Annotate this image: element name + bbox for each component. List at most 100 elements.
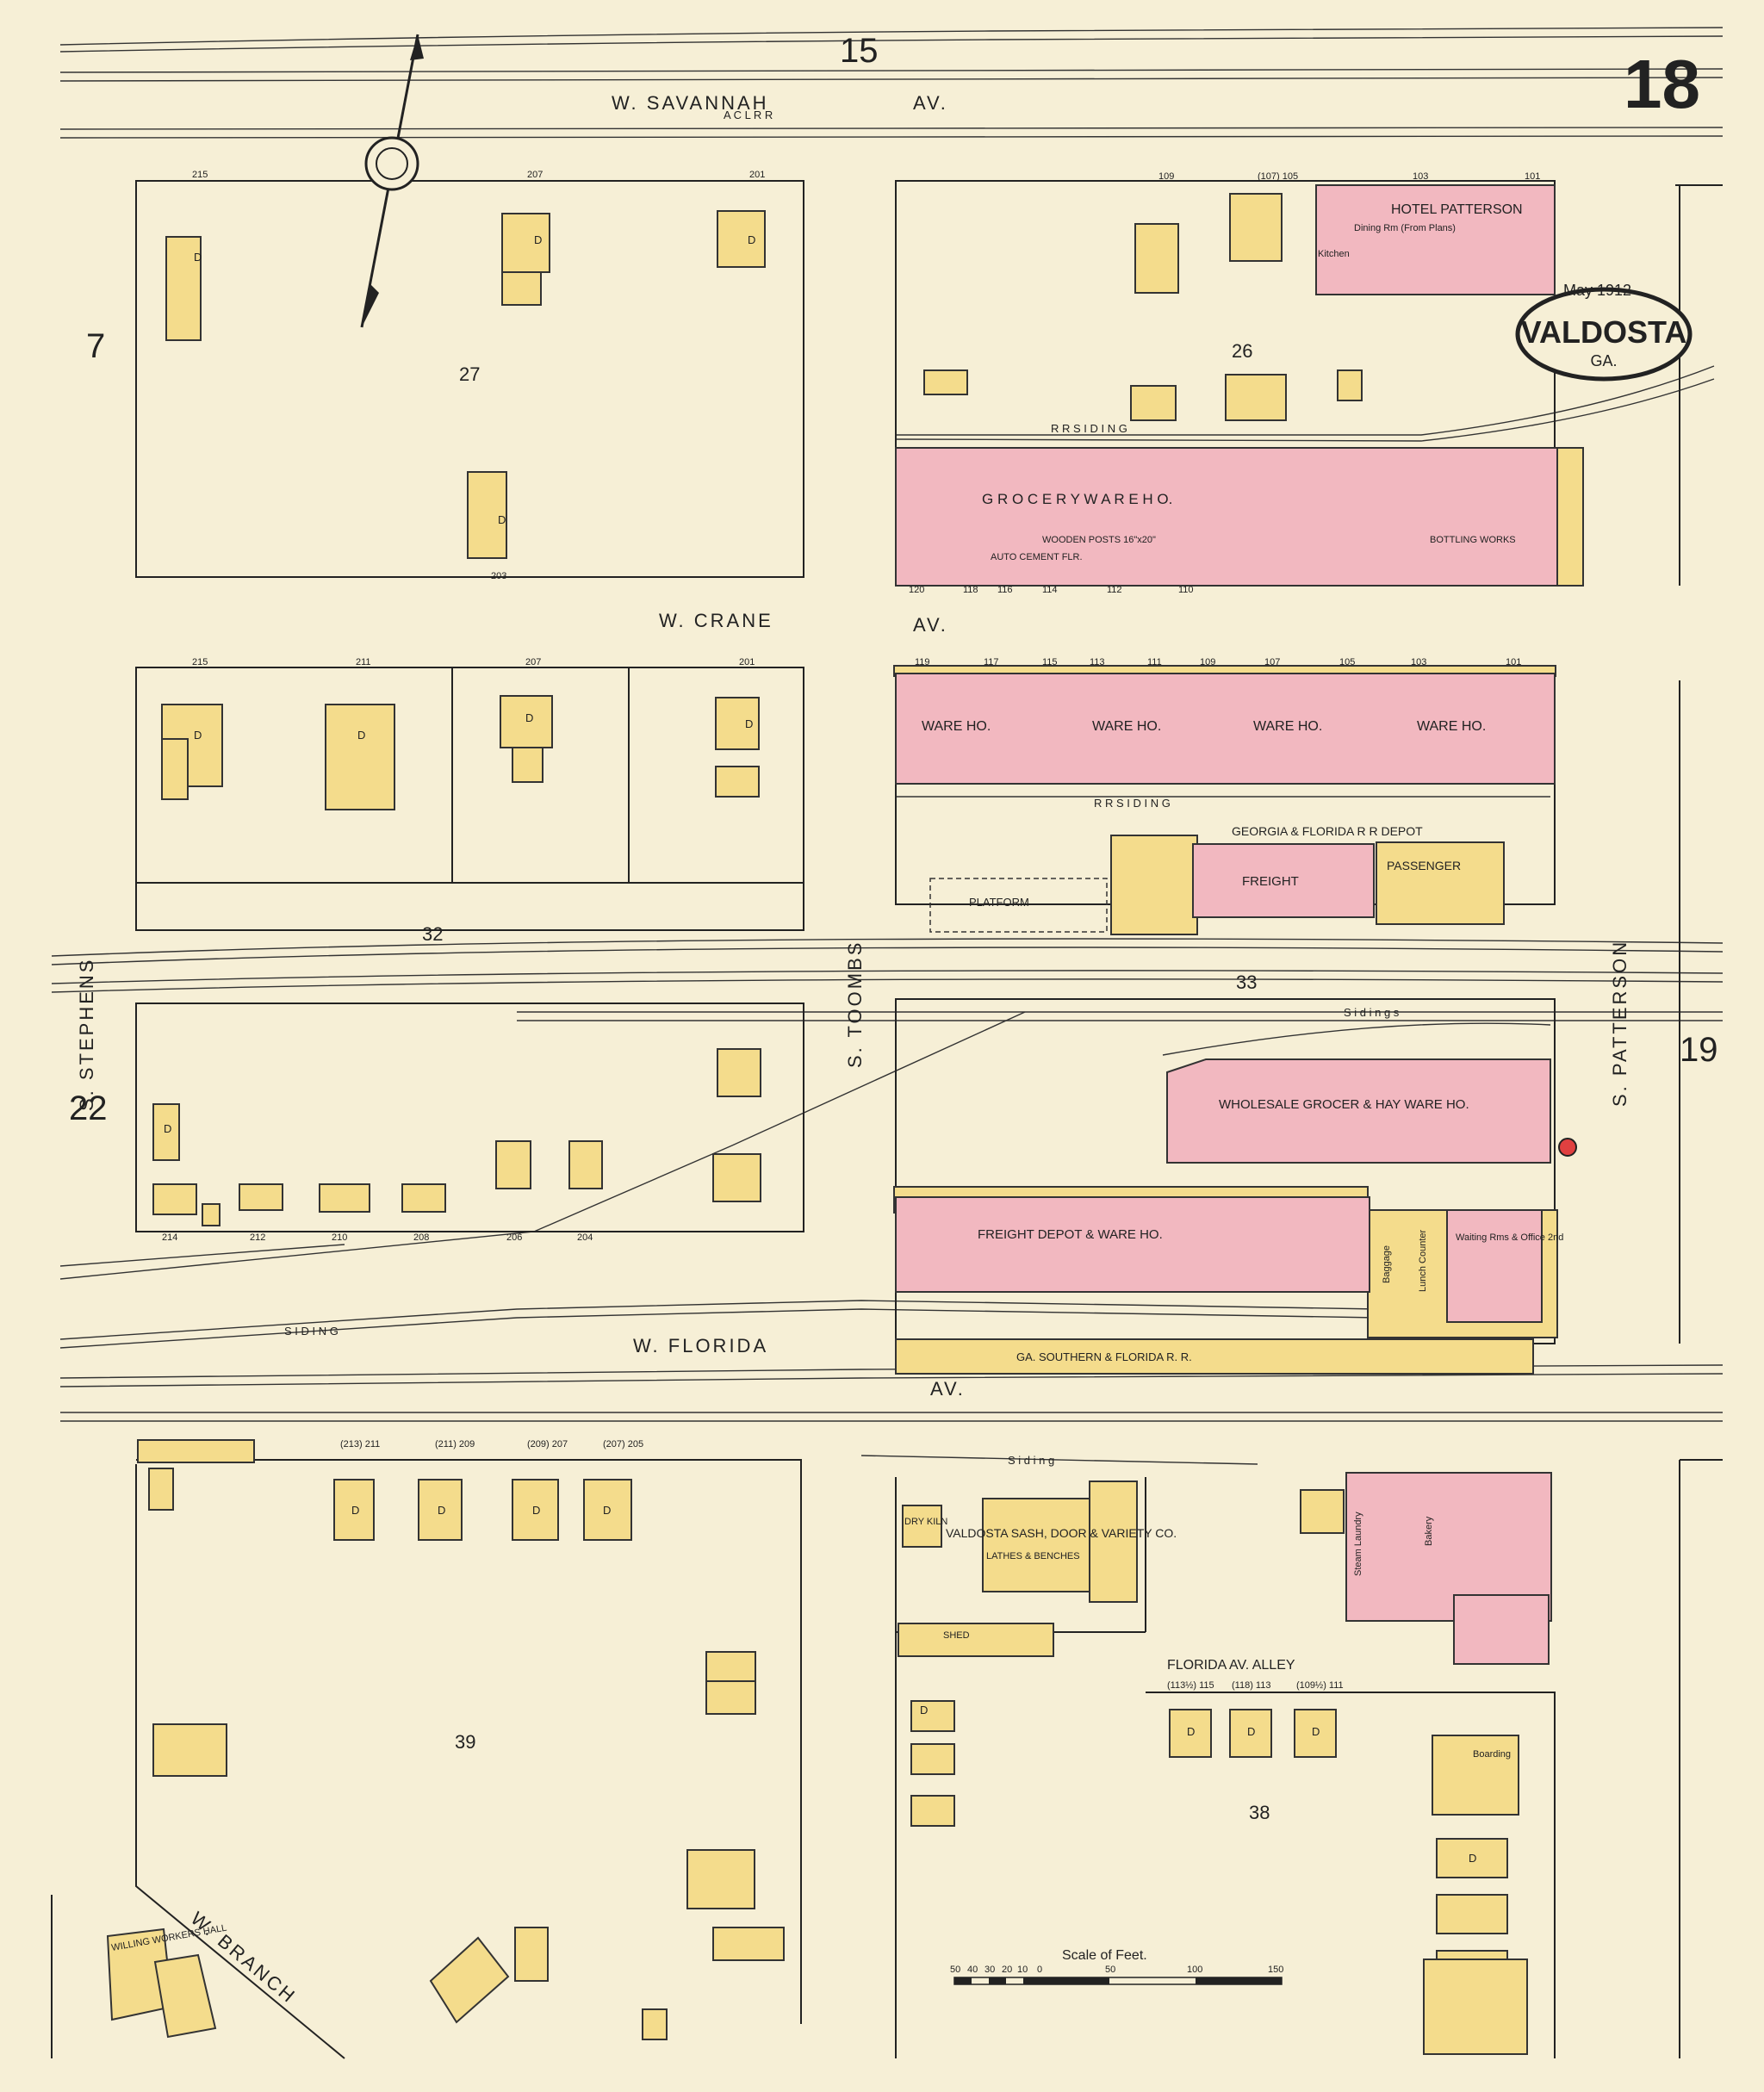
freight-label: FREIGHT (1242, 874, 1299, 889)
warehouse-4: WARE HO. (1417, 719, 1486, 734)
rr-siding-4: S i d i n g (1008, 1454, 1054, 1467)
addr: 105 (1339, 657, 1355, 667)
addr: 201 (739, 657, 755, 667)
grocery-warehouse: G R O C E R Y W A R E H O. (982, 491, 1172, 507)
gf-depot: GEORGIA & FLORIDA R R DEPOT (1232, 824, 1423, 838)
scale-tick: 50 (1105, 1965, 1115, 1975)
addr: 206 (506, 1232, 522, 1243)
scale-tick: 10 (1017, 1965, 1028, 1975)
dwelling-d: D (438, 1504, 445, 1517)
scale-tick: 40 (967, 1965, 978, 1975)
dry-kiln: DRY KILN (904, 1517, 947, 1527)
block-39: 39 (455, 1731, 475, 1753)
fire-hydrant-icon (1558, 1138, 1577, 1157)
bakery-label: Bakery (1424, 1516, 1434, 1546)
street-crane-av: AV. (913, 614, 948, 636)
addr: (107) 105 (1258, 171, 1298, 182)
platform-label: PLATFORM (969, 896, 1029, 909)
rr-sidings: S i d i n g s (1344, 1006, 1400, 1019)
rr-siding-3: S I D I N G (284, 1325, 339, 1338)
addr: 201 (749, 170, 765, 180)
dwelling-d: D (532, 1504, 540, 1517)
city-cartouche: May 1912 VALDOSTA GA. (1515, 282, 1693, 382)
addr: 117 (984, 657, 999, 667)
dwelling-d: D (194, 729, 202, 742)
street-crane: W. CRANE (659, 610, 773, 631)
street-florida: W. FLORIDA (633, 1335, 768, 1356)
adjacent-left-upper: 7 (86, 327, 105, 365)
rr-acl: A C L R R (724, 109, 773, 121)
sash-door-co: VALDOSTA SASH, DOOR & VARIETY CO. (946, 1526, 1177, 1540)
addr: 103 (1411, 657, 1426, 667)
waiting-rooms: Waiting Rms & Office 2nd (1456, 1232, 1563, 1243)
freight-depot: FREIGHT DEPOT & WARE HO. (978, 1227, 1163, 1242)
house-numbers: 215 207 201 203 109 (107) 105 103 101 12… (162, 170, 1540, 1691)
dwelling-d: D (351, 1504, 359, 1517)
street-savannah-av: AV. (913, 92, 948, 114)
hotel-kitchen: Kitchen (1318, 249, 1350, 259)
dwelling-d: D (498, 513, 506, 526)
warehouse-1: WARE HO. (922, 719, 991, 734)
dwelling-d: D (164, 1122, 171, 1135)
block-numbers: 27 26 32 33 39 38 (422, 340, 1270, 1823)
dwelling-d: D (745, 717, 753, 730)
street-alley: FLORIDA AV. ALLEY (1167, 1658, 1295, 1673)
warehouse-2: WARE HO. (1092, 719, 1161, 734)
addr: 207 (525, 657, 541, 667)
addr: 115 (1042, 657, 1058, 667)
addr: (211) 209 (435, 1439, 475, 1450)
steam-laundry: Steam Laundry (1353, 1512, 1363, 1576)
addr: (207) 205 (603, 1439, 643, 1450)
scale-tick: 0 (1037, 1965, 1042, 1975)
lunch-label: Lunch Counter (1418, 1230, 1428, 1292)
addr: 211 (356, 657, 371, 667)
addr: 110 (1178, 585, 1194, 595)
rr-siding-2: R R S I D I N G (1094, 797, 1171, 810)
addr: 120 (909, 585, 924, 595)
dwelling-d: D (920, 1704, 928, 1716)
block-32: 32 (422, 923, 443, 945)
scale-tick: 30 (984, 1965, 995, 1975)
addr: 116 (997, 585, 1013, 595)
dwelling-markers: D D D D D D D D D D D D D D D D D D (164, 233, 1476, 1865)
addr: 109 (1200, 657, 1215, 667)
addr: 207 (527, 170, 543, 180)
addr: 101 (1506, 657, 1521, 667)
block-26: 26 (1232, 340, 1252, 362)
addr: (113½) 115 (1167, 1680, 1214, 1691)
building-labels: HOTEL PATTERSON Dining Rm (From Plans) K… (110, 202, 1563, 1953)
dwelling-d: D (1247, 1725, 1255, 1738)
adjacent-left-lower: 22 (69, 1089, 108, 1127)
rr-siding-1: R R S I D I N G (1051, 422, 1127, 435)
street-toombs: S. TOOMBS (844, 940, 866, 1068)
dwelling-d: D (525, 711, 533, 724)
addr: 107 (1264, 657, 1280, 667)
addr: 212 (250, 1232, 265, 1243)
sheet-date: May 1912 (1563, 282, 1631, 299)
addr: 112 (1107, 585, 1122, 595)
rr-gsf: GA. SOUTHERN & FLORIDA R. R. (1016, 1350, 1192, 1363)
dwelling-d: D (748, 233, 755, 246)
addr: 103 (1413, 171, 1428, 182)
hotel-dining: Dining Rm (From Plans) (1354, 223, 1456, 233)
street-patterson: S. PATTERSON (1609, 940, 1630, 1107)
savannah-rail-lines (59, 27, 1724, 139)
dwelling-d: D (357, 729, 365, 742)
addr: 109 (1158, 171, 1174, 182)
boarding-label: Boarding (1473, 1749, 1511, 1760)
dwelling-d: D (1469, 1852, 1476, 1865)
dwelling-d: D (194, 251, 202, 264)
addr: 113 (1090, 657, 1105, 667)
addr: 215 (192, 170, 208, 180)
scale-tick: 50 (950, 1965, 960, 1975)
addr: 204 (577, 1232, 593, 1243)
shed-label: SHED (943, 1630, 970, 1641)
dwelling-d: D (534, 233, 542, 246)
addr: (118) 113 (1232, 1680, 1270, 1691)
scale-tick: 150 (1268, 1965, 1283, 1975)
wholesale-grocer: WHOLESALE GROCER & HAY WARE HO. (1219, 1097, 1469, 1112)
passenger-label: PASSENGER (1387, 859, 1461, 872)
city-name: VALDOSTA (1521, 314, 1687, 350)
addr: 111 (1147, 657, 1162, 667)
